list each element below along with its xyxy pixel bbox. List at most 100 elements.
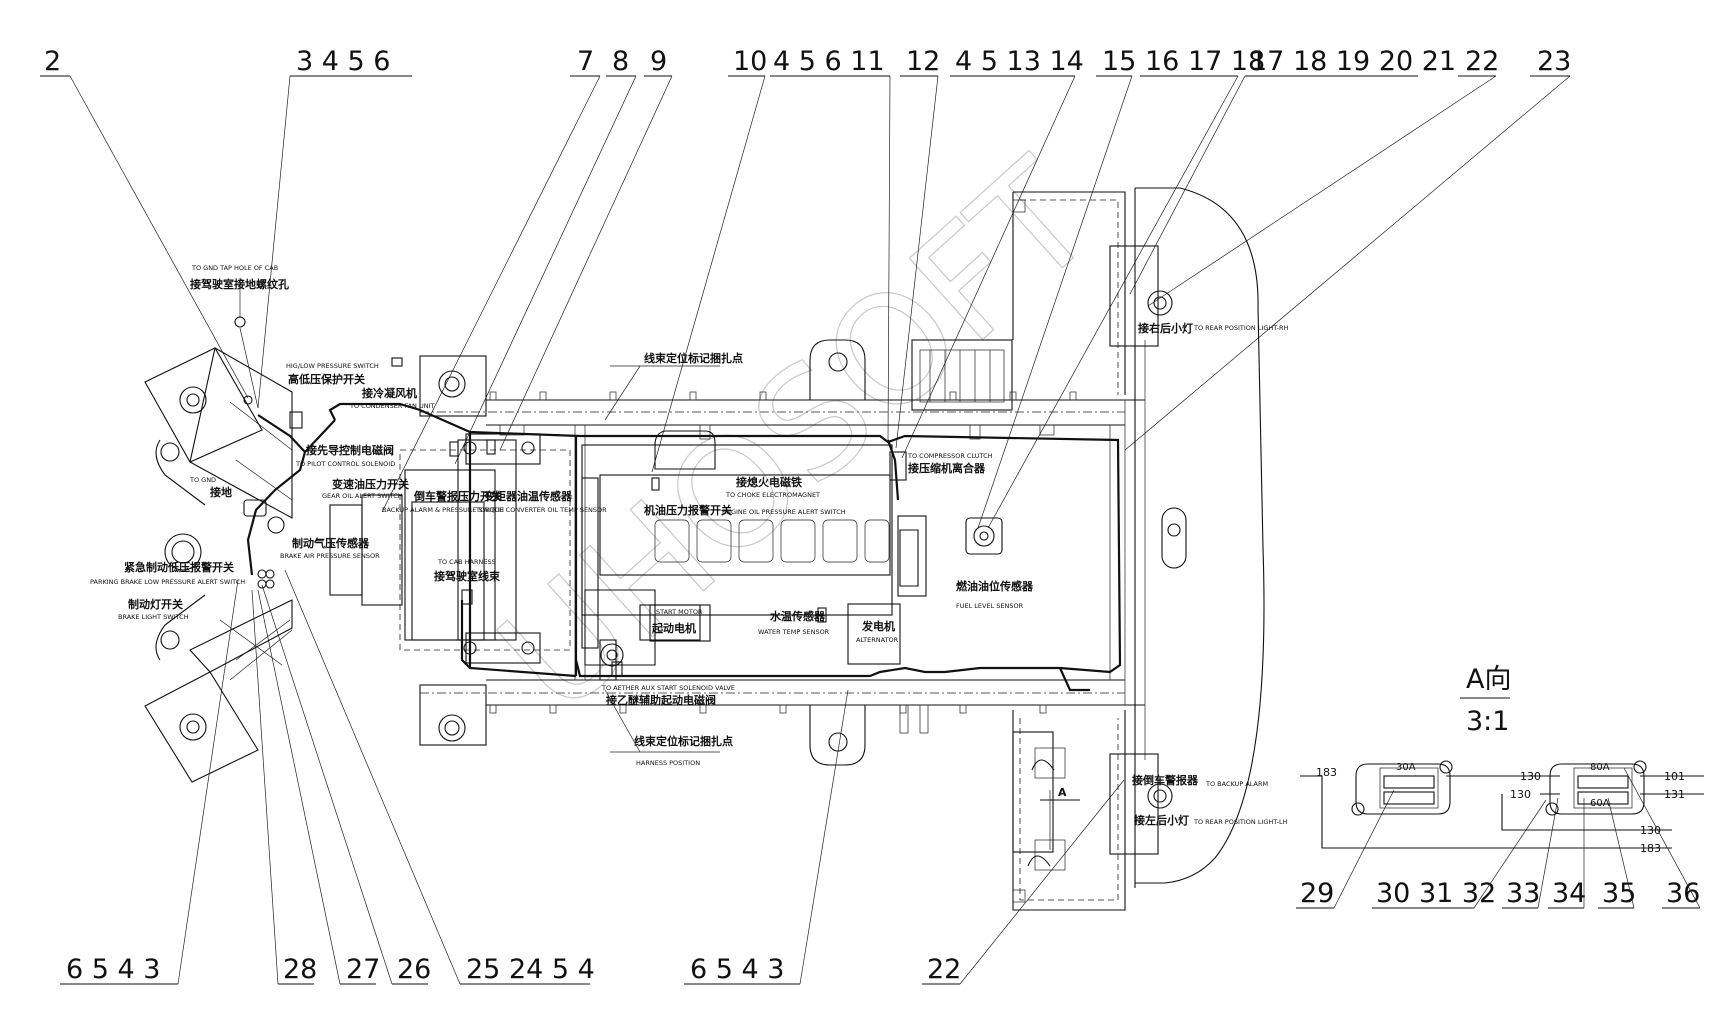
fuse-right-top-label: 80A (1590, 762, 1610, 773)
label-pilot-cn: 接先导控制电磁阀 (306, 443, 394, 457)
annotations: TO GND TAP HOLE OF CAB 接驾驶室接地螺纹孔 HIG/LOW… (90, 264, 1289, 827)
wire-183-bot: 183 (1640, 842, 1661, 855)
callout-35: 35 (1602, 878, 1636, 909)
callout-25-24-5-4: 25 24 5 4 (466, 954, 595, 985)
label-cabh-cn: 接驾驶室线束 (434, 569, 501, 583)
label-hilo-cn: 高低压保护开关 (288, 372, 365, 386)
fuse-left-label: 30A (1396, 762, 1416, 773)
callout-22-top: 22 (1465, 46, 1499, 77)
callout-3-4-5-6: 3 4 5 6 (296, 46, 390, 77)
wire-130-top: 130 (1520, 770, 1541, 783)
label-gnd-cab-en: TO GND TAP HOLE OF CAB (191, 264, 278, 272)
callout-7: 7 (577, 46, 594, 77)
label-park-cn: 紧急制动低压报警开关 (124, 560, 234, 574)
label-choke-en: TO CHOKE ELECTROMAGNET (725, 491, 820, 499)
callout-22-bottom: 22 (927, 954, 961, 985)
callout-17-18-19-20-21: 17 18 19 20 21 (1250, 46, 1456, 77)
label-brakelight-cn: 制动灯开关 (128, 597, 183, 611)
label-backup-cn: 倒车警报压力开关 (413, 489, 502, 503)
label-eop-en: ENGINE OIL PRESSURE ALERT SWITCH (722, 508, 846, 516)
label-water-cn: 水温传感器 (770, 609, 826, 623)
callout-8: 8 (612, 46, 629, 77)
label-backup-en: BACKUP ALARM & PRESSURE SWITCH (382, 506, 504, 514)
wire-130-mid: 130 (1510, 788, 1531, 801)
callout-2: 2 (44, 46, 61, 77)
callout-10: 10 (733, 46, 767, 77)
label-gnd-cab-cn: 接驾驶室接地螺纹孔 (190, 277, 289, 291)
label-start-cn: 起动电机 (651, 621, 696, 635)
label-fuel-en: FUEL LEVEL SENSOR (956, 602, 1024, 610)
callout-4-5-6-11: 4 5 6 11 (773, 46, 885, 77)
label-eop-cn: 机油压力报警开关 (644, 503, 732, 517)
label-alarm-en: TO BACKUP ALARM (1205, 780, 1268, 788)
label-comp-cn: 接压缩机离合器 (908, 461, 986, 475)
main-harness (246, 402, 1122, 692)
label-rear-rh-cn: 接右后小灯 (1138, 321, 1193, 335)
label-brakeair-en: BRAKE AIR PRESSURE SENSOR (280, 552, 380, 560)
callout-28: 28 (283, 954, 317, 985)
callout-29: 29 (1300, 878, 1334, 909)
fuse-right-bottom-label: 60A (1590, 798, 1610, 809)
label-condenser-en: TO CONDENSER FAN UNIT (349, 402, 435, 410)
label-tcoil-cn: 变矩器油温传感器 (484, 489, 573, 503)
label-ether-cn: 接乙醚辅助起动电磁阀 (606, 693, 716, 707)
label-condenser-cn: 接冷凝风机 (362, 386, 417, 400)
callout-4-5-13-14: 4 5 13 14 (955, 46, 1084, 77)
callout-bottom-6-5-4-3-left: 6 5 4 3 (66, 954, 160, 985)
label-comp-en: TO COMPRESSOR CLUTCH (907, 452, 993, 460)
callout-30-31-32: 30 31 32 (1376, 878, 1496, 909)
main-frame (420, 339, 1146, 766)
engine (581, 430, 927, 681)
label-alarm-cn: 接倒车警报器 (1132, 773, 1199, 787)
label-rear-rh-en: TO REAR POSITION LIGHT-RH (1193, 324, 1289, 332)
callout-36: 36 (1666, 878, 1700, 909)
callout-27: 27 (346, 954, 380, 985)
label-rear-lh-en: TO REAR POSITION LIGHT-LH (1193, 818, 1288, 826)
callout-15: 15 (1102, 46, 1136, 77)
wire-183-left: 183 (1316, 766, 1337, 779)
top-callouts: 2 3 4 5 6 7 8 9 10 4 5 6 11 12 4 5 13 14… (40, 46, 1571, 77)
view-a-scale: 3:1 (1466, 706, 1509, 737)
callout-16-17-18: 16 17 18 (1145, 46, 1265, 77)
label-choke-cn: 接熄火电磁铁 (736, 475, 802, 489)
label-harness-pos-en: HARNESS POSITION (636, 759, 700, 767)
label-ether-en: TO AETHER AUX START SOLENOID VALVE (601, 684, 735, 692)
label-water-en: WATER TEMP SENSOR (758, 628, 830, 636)
label-brakelight-en: BRAKE LIGHT SWITCH (118, 613, 189, 621)
bottom-leaders (177, 569, 1701, 985)
label-gearoil-cn: 变速油压力开关 (332, 477, 409, 491)
wire-101: 101 (1664, 770, 1685, 783)
callout-34: 34 (1552, 878, 1586, 909)
callout-9: 9 (650, 46, 667, 77)
view-a-title: A向 (1466, 664, 1511, 695)
label-rear-lh-cn: 接左后小灯 (1134, 813, 1189, 827)
callout-12: 12 (906, 46, 940, 77)
label-harness-mark2-cn: 线束定位标记捆扎点 (634, 734, 733, 748)
label-pilot-en: TO PILOT CONTROL SOLENOID (295, 460, 395, 468)
wire-130-bot: 130 (1640, 824, 1661, 837)
label-harness-mark-cn: 线束定位标记捆扎点 (644, 351, 743, 365)
callout-33: 33 (1506, 878, 1540, 909)
wire-131: 131 (1664, 788, 1685, 801)
label-tcoil-en: TORQUE CONVERTER OIL TEMP SENSOR (475, 506, 607, 514)
label-alt-cn: 发电机 (861, 619, 895, 633)
label-hilo-en: HIG/LOW PRESSURE SWITCH (286, 362, 379, 370)
label-view-a-small: A (1058, 786, 1067, 799)
front-frame (144, 347, 487, 783)
label-start-en: START MOTOR (656, 608, 703, 616)
label-park-en: PARKING BRAKE LOW PRESSURE ALERT SWITCH (90, 578, 245, 586)
callout-23: 23 (1537, 46, 1571, 77)
label-alt-en: ALTERNATOR (856, 636, 899, 644)
label-brakeair-cn: 制动气压传感器 (292, 536, 370, 550)
label-gnd-cn: 接地 (210, 485, 232, 499)
view-a-detail: A向 3:1 30A 80A 60A 183 130 130 101 131 1… (1300, 664, 1704, 855)
label-gnd-en: TO GND (189, 476, 216, 484)
callout-26: 26 (397, 954, 431, 985)
label-cabh-en: TO CAB HARNESS (437, 558, 496, 566)
components (243, 395, 907, 677)
bottom-callouts: 6 5 4 3 28 27 26 25 24 5 4 6 5 4 3 22 29… (60, 878, 1700, 985)
label-gearoil-en: GEAR OIL ALERT SWITCH (322, 492, 403, 500)
callout-bottom-6-5-4-3-right: 6 5 4 3 (690, 954, 784, 985)
rear-frame (911, 187, 1265, 911)
